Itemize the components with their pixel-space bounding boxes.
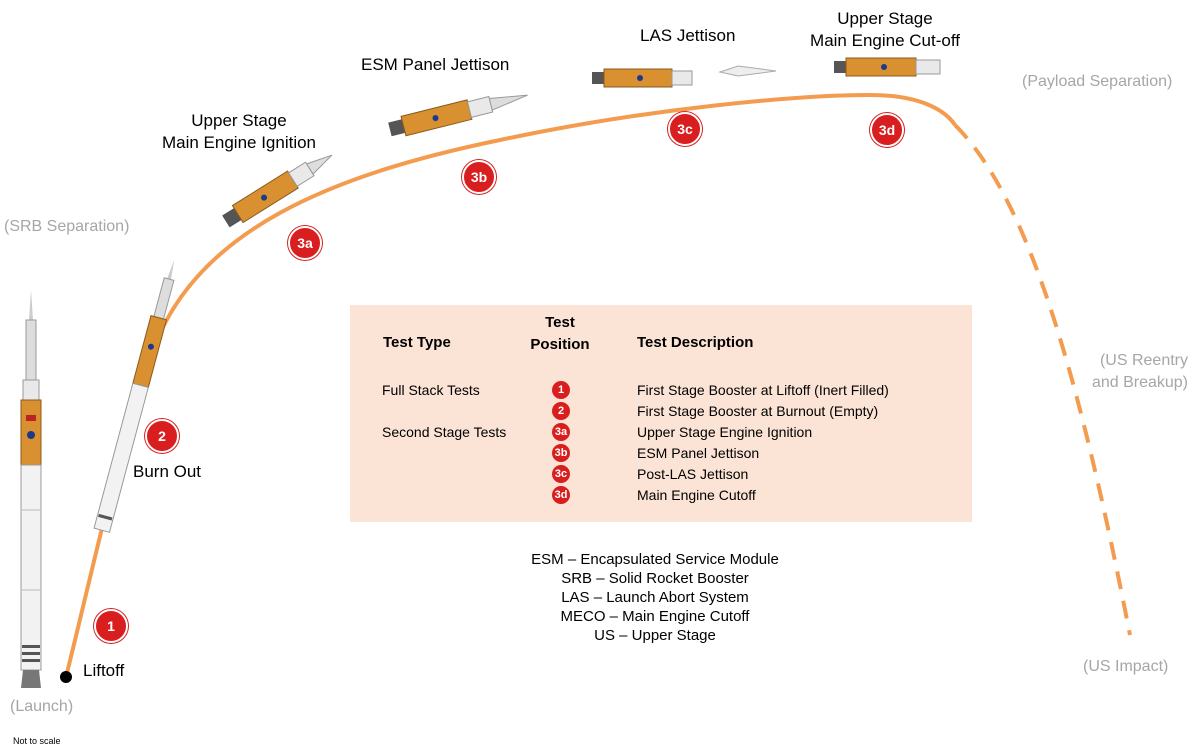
not-to-scale-note: Not to scale [13, 736, 61, 746]
row-position-badge: 3b [552, 444, 570, 462]
table-row: Full Stack Tests 1 First Stage Booster a… [350, 380, 972, 400]
us-reentry-label: (US Reentry and Breakup) [1088, 350, 1188, 394]
header-test-description: Test Description [637, 334, 754, 351]
legend-item: MECO – Main Engine Cutoff [560, 608, 750, 625]
test-table: Test Type Test Position Test Description… [350, 305, 972, 522]
table-row: Second Stage Tests 3a Upper Stage Engine… [350, 422, 972, 442]
row-description: Main Engine Cutoff [637, 487, 756, 503]
las-icon [718, 65, 777, 77]
us-reentry-line1: (US Reentry [1099, 352, 1188, 369]
header-test-position-line2: Position [530, 336, 590, 353]
row-test-type: Full Stack Tests [382, 382, 480, 398]
upper-stage-icon [834, 57, 941, 77]
upper-stage-icon [592, 68, 693, 88]
row-description: ESM Panel Jettison [637, 445, 760, 461]
launch-label: (Launch) [10, 698, 74, 715]
row-position-badge: 3c [552, 465, 570, 483]
upper-stage-cutoff-line2: Main Engine Cut-off [810, 31, 960, 50]
las-jettison-label: LAS Jettison [640, 26, 736, 45]
legend-item: LAS – Launch Abort System [561, 589, 749, 606]
marker-3c: 3c [668, 112, 702, 146]
marker-1: 1 [94, 609, 128, 643]
esm-panel-jettison-label: ESM Panel Jettison [361, 55, 510, 74]
liftoff-label: Liftoff [83, 661, 125, 680]
row-description: Upper Stage Engine Ignition [637, 424, 813, 440]
legend-item: ESM – Encapsulated Service Module [531, 551, 779, 568]
row-position-badge: 3d [552, 486, 570, 504]
srb-separation-label: (SRB Separation) [4, 218, 130, 235]
header-test-position: Test Position [520, 312, 600, 356]
table-row: 3d Main Engine Cutoff [350, 485, 972, 505]
header-test-position-line1: Test [545, 314, 575, 331]
payload-separation-label: (Payload Separation) [1022, 73, 1173, 90]
upper-stage-icon [222, 154, 333, 228]
upper-stage-ignition-label: Upper Stage Main Engine Ignition [144, 110, 334, 154]
row-description: First Stage Booster at Burnout (Empty) [637, 403, 879, 419]
us-impact-label: (US Impact) [1083, 658, 1169, 675]
table-row: 3b ESM Panel Jettison [350, 443, 972, 463]
table-row: 2 First Stage Booster at Burnout (Empty) [350, 401, 972, 421]
upper-stage-cutoff-label: Upper Stage Main Engine Cut-off [800, 8, 970, 52]
row-position-badge: 2 [552, 402, 570, 420]
legend-item: US – Upper Stage [594, 627, 716, 644]
launch-point [60, 671, 72, 683]
trajectory-dashed [953, 123, 1132, 636]
upper-stage-cutoff-line1: Upper Stage [837, 9, 933, 28]
marker-3b: 3b [462, 160, 496, 194]
upper-stage-ignition-line1: Upper Stage [191, 111, 287, 130]
row-test-type: Second Stage Tests [382, 424, 507, 440]
upper-stage-ignition-line2: Main Engine Ignition [161, 133, 317, 152]
us-reentry-line2: and Breakup) [1091, 374, 1188, 391]
row-description: First Stage Booster at Liftoff (Inert Fi… [637, 382, 889, 398]
header-test-type: Test Type [383, 334, 451, 351]
legend-item: SRB – Solid Rocket Booster [561, 570, 749, 587]
marker-3a: 3a [288, 226, 322, 260]
rocket-stack-icon [20, 290, 42, 688]
upper-stage-icon [388, 94, 528, 137]
row-description: Post-LAS Jettison [637, 466, 749, 482]
marker-3d: 3d [870, 113, 904, 147]
row-position-badge: 3a [552, 423, 570, 441]
table-row: 3c Post-LAS Jettison [350, 464, 972, 484]
burn-out-label: Burn Out [133, 462, 202, 481]
marker-2: 2 [145, 419, 179, 453]
acronym-legend: ESM – Encapsulated Service Module SRB – … [490, 550, 820, 645]
rocket-burnout-icon [93, 259, 175, 533]
row-position-badge: 1 [552, 381, 570, 399]
